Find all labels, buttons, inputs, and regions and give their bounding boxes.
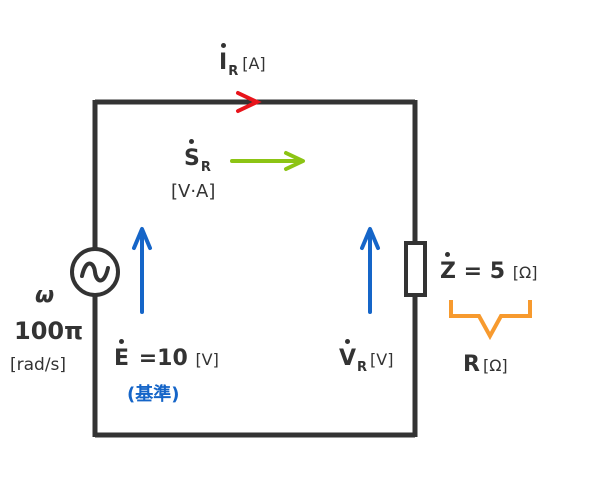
load-voltage-unit: [V]	[370, 350, 394, 369]
omega-unit: [rad/s]	[10, 355, 67, 375]
resistance-unit: [Ω]	[482, 356, 508, 375]
power-label: SR	[184, 139, 211, 174]
impedance-symbol: Z	[440, 252, 456, 284]
emf-label: E =10 [V]	[114, 339, 219, 371]
ac-source-icon	[70, 247, 120, 297]
emf-unit: [V]	[195, 350, 219, 369]
impedance-unit: [Ω]	[512, 263, 538, 282]
current-subscript: R	[228, 64, 239, 79]
impedance-value: 5	[489, 259, 506, 284]
power-unit: [V·A]	[171, 181, 216, 202]
power-arrow-icon	[230, 151, 305, 171]
current-symbol: I	[219, 43, 228, 75]
emf-symbol: E	[114, 339, 130, 371]
impedance-equals: =	[463, 259, 483, 284]
resistance-label: R[Ω]	[463, 354, 508, 376]
emf-equals: =	[138, 346, 158, 371]
emf-value: 10	[157, 346, 188, 371]
resistance-symbol: R	[463, 352, 480, 377]
brace-icon	[449, 300, 532, 341]
emf-arrow-icon	[132, 227, 152, 314]
current-label: IR[A]	[219, 43, 266, 78]
impedance-label: Z = 5 [Ω]	[440, 252, 538, 284]
load-voltage-label: VR[V]	[339, 339, 394, 374]
power-subscript: R	[200, 160, 211, 175]
load-voltage-arrow-icon	[360, 227, 380, 314]
current-arrow-icon	[236, 91, 262, 113]
resistor-icon	[404, 241, 427, 297]
omega-value: 100π	[14, 317, 84, 345]
load-voltage-subscript: R	[357, 360, 368, 375]
power-symbol: S	[184, 139, 200, 171]
omega-symbol: ω	[35, 283, 55, 308]
reference-note: (基準)	[127, 384, 180, 405]
load-voltage-symbol: V	[339, 339, 357, 371]
current-unit: [A]	[242, 54, 266, 73]
